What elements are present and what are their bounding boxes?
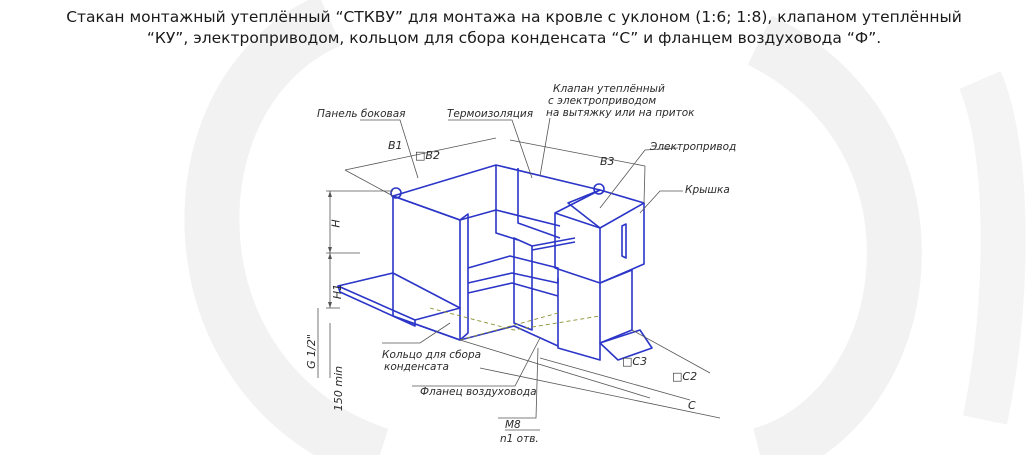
valve-blade xyxy=(467,255,559,284)
technical-drawing: Панель боковая Термоизоляция Клапан утеп… xyxy=(300,78,740,455)
label-thermal-insulation: Термоизоляция xyxy=(447,108,534,120)
duct-flange-right xyxy=(599,329,653,361)
cover-handle xyxy=(621,223,627,259)
valve-housing xyxy=(554,189,645,284)
dim-g: G 1/2" xyxy=(304,334,318,369)
label-side-panel: Панель боковая xyxy=(317,108,406,120)
dim-b1: B1 xyxy=(388,139,403,152)
label-electric-drive: Электропривод xyxy=(650,141,737,153)
lift-ring-left xyxy=(390,187,402,199)
duct-flange-left xyxy=(337,272,461,321)
label-duct-flange: Фланец воздуховода xyxy=(420,386,537,398)
label-valve-line-1: Клапан утеплённый xyxy=(553,83,665,95)
dim-h: H xyxy=(329,219,343,228)
dim-150: 150 min xyxy=(332,365,346,412)
caption-line-1: Стакан монтажный утеплённый “СТКВУ” для … xyxy=(66,8,962,26)
page-caption: Стакан монтажный утеплённый “СТКВУ” для … xyxy=(0,7,1028,49)
dim-h1: H1 xyxy=(331,283,345,300)
dim-b2: □B2 xyxy=(415,149,440,162)
assembly-diagram xyxy=(317,117,721,431)
dim-c: C xyxy=(688,399,696,412)
label-cover: Крышка xyxy=(685,184,730,196)
label-condensate-ring-2: конденсата xyxy=(384,361,449,373)
label-holes: n1 отв. xyxy=(500,433,539,445)
dim-b3: B3 xyxy=(600,155,615,168)
label-valve-line-3: на вытяжку или на приток xyxy=(546,107,695,119)
caption-line-2: “КУ”, электроприводом, кольцом для сбора… xyxy=(146,29,882,47)
dim-c2: □C2 xyxy=(672,370,698,383)
side-panel-left xyxy=(392,195,461,341)
dim-c3: □C3 xyxy=(622,355,648,368)
lift-ring-right xyxy=(593,183,605,195)
label-bolt: M8 xyxy=(505,419,521,431)
drive-rod xyxy=(531,237,576,251)
label-condensate-ring-1: Кольцо для сбора xyxy=(382,349,482,361)
side-panel-edge xyxy=(459,213,469,341)
label-valve-line-2: с электроприводом xyxy=(548,95,657,107)
